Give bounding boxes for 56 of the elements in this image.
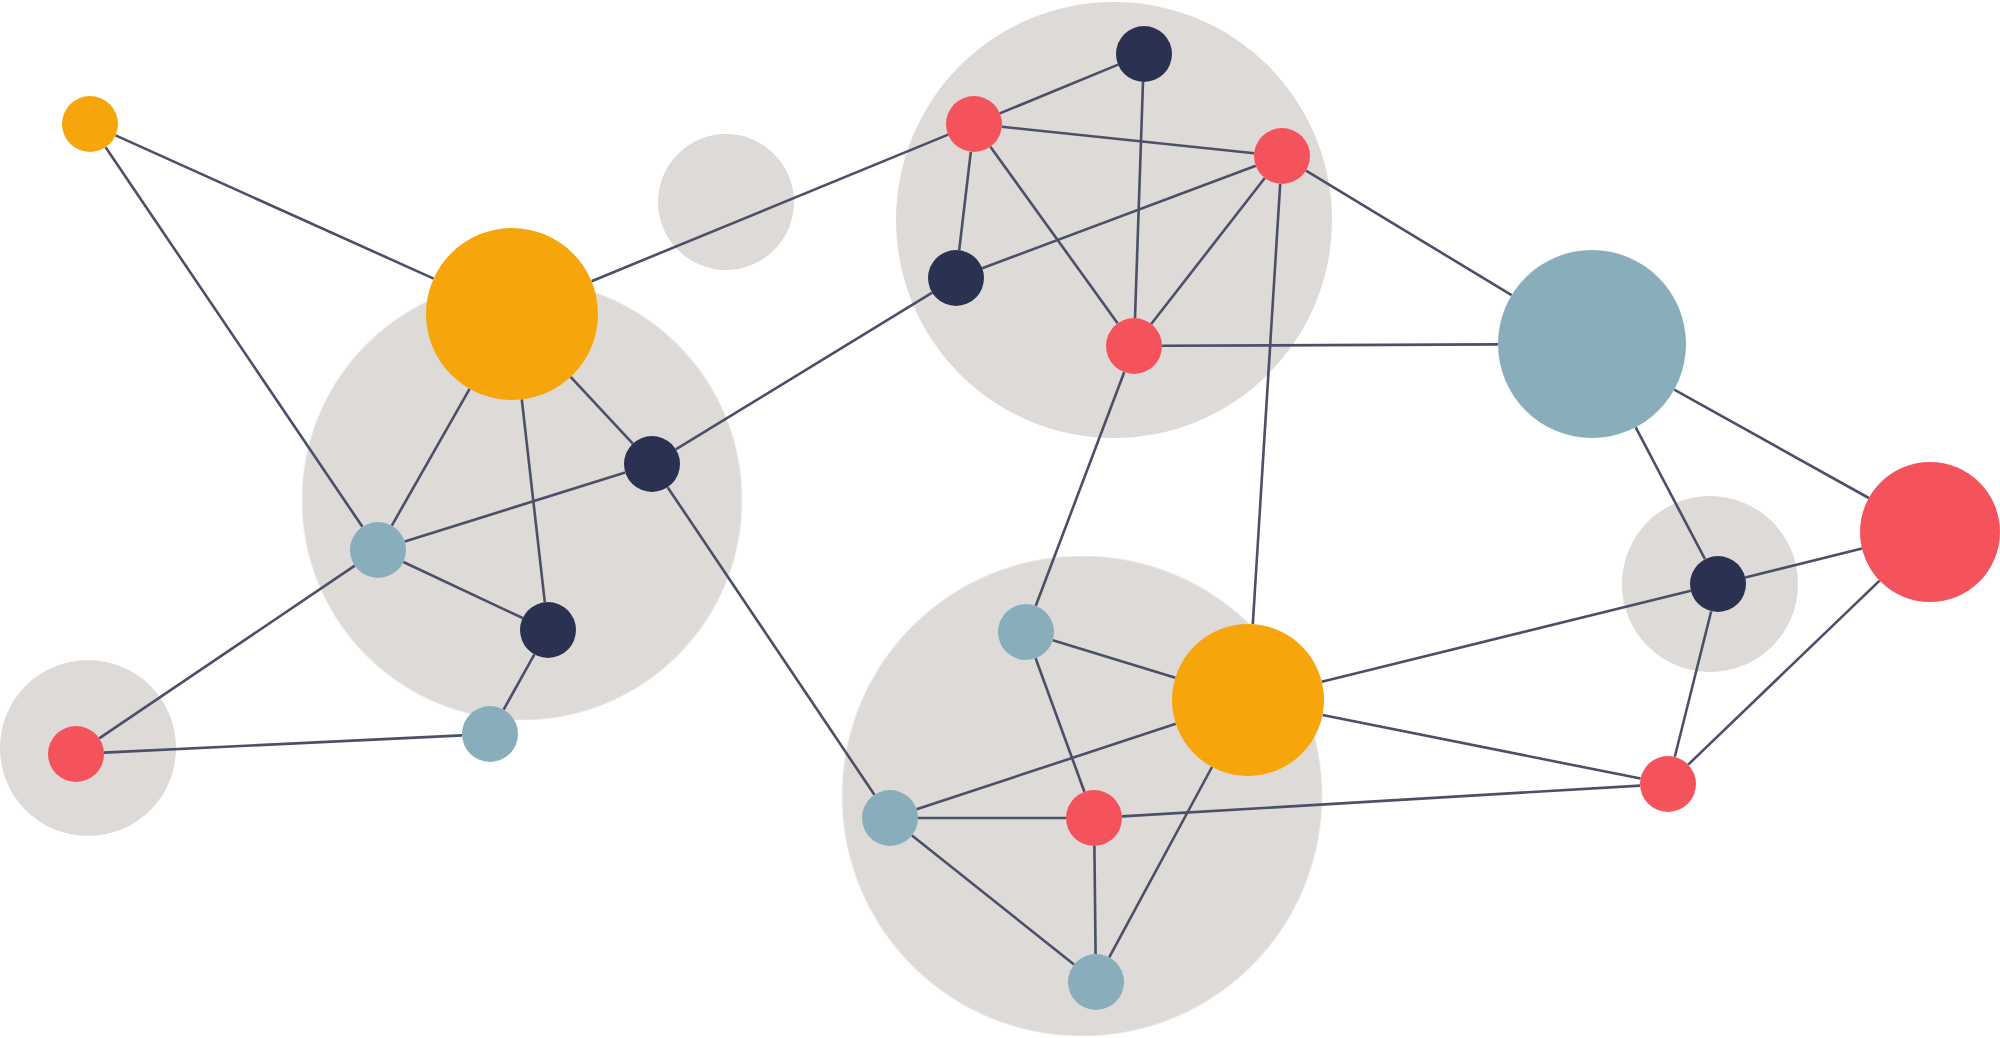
- connector-line: [402, 560, 524, 620]
- connector-line: [1052, 638, 1176, 680]
- connector-line: [1133, 81, 1145, 319]
- node-circle: [624, 436, 680, 492]
- connector-line: [1673, 388, 1870, 500]
- connector-line: [115, 134, 435, 280]
- connector-line: [502, 653, 536, 711]
- node-circle: [1066, 790, 1122, 846]
- node-circle: [862, 790, 918, 846]
- node-circle: [1106, 318, 1162, 374]
- connector-line: [911, 834, 1075, 966]
- connector-line: [404, 471, 626, 543]
- node-circle: [1068, 954, 1124, 1010]
- node-circle: [946, 96, 1002, 152]
- connector-line: [675, 291, 933, 451]
- connector-line: [390, 388, 471, 527]
- connector-line: [1251, 183, 1282, 625]
- connector-line: [1673, 610, 1713, 758]
- connector-line: [989, 146, 1119, 324]
- connector-line: [1634, 426, 1707, 560]
- connector-line: [1108, 766, 1214, 958]
- connector-line: [520, 399, 547, 603]
- node-circle: [928, 250, 984, 306]
- connector-line: [666, 486, 876, 796]
- connector-line: [98, 564, 356, 740]
- connector-line: [1121, 784, 1641, 818]
- connector-line: [569, 375, 634, 445]
- connector-line: [957, 151, 973, 251]
- connector-line: [591, 133, 949, 283]
- node-circle: [1640, 756, 1696, 812]
- node-circle: [1116, 26, 1172, 82]
- connector-line: [103, 734, 463, 754]
- connector-line: [1034, 371, 1126, 607]
- node-circle: [1690, 556, 1746, 612]
- node-circle: [520, 602, 576, 658]
- connector-line: [1150, 177, 1266, 325]
- connector-line: [1162, 343, 1498, 348]
- connector-line: [981, 164, 1257, 270]
- node-circle: [998, 604, 1054, 660]
- connector-line: [999, 63, 1119, 115]
- connector-line: [1321, 589, 1692, 684]
- node-circle: [350, 522, 406, 578]
- connector-line: [1687, 579, 1881, 766]
- connector-line: [1322, 713, 1641, 780]
- connector-line: [1034, 657, 1086, 793]
- node-circle: [62, 96, 118, 152]
- connector-line: [916, 722, 1177, 811]
- node-circle: [1254, 128, 1310, 184]
- connector-line: [104, 146, 364, 528]
- node-circle: [48, 726, 104, 782]
- connector-line: [1093, 846, 1097, 954]
- connector-line: [1744, 547, 1863, 579]
- connector-line: [918, 816, 1066, 820]
- connector-line: [1305, 169, 1513, 297]
- connector-line: [1001, 125, 1255, 155]
- node-circle: [462, 706, 518, 762]
